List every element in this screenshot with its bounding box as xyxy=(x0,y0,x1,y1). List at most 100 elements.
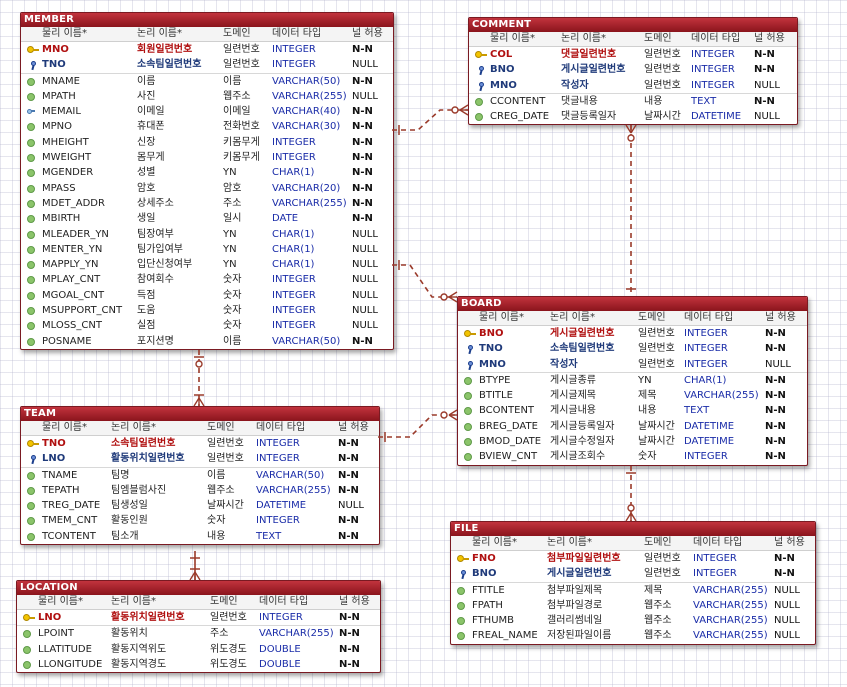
domain: 일시 xyxy=(223,213,242,225)
header-datatype: 데이터 타입 xyxy=(256,422,306,433)
data-type: VARCHAR(255) xyxy=(693,599,768,611)
data-type: DATETIME xyxy=(691,111,742,123)
domain: 숫자 xyxy=(223,274,242,286)
nullable: NULL xyxy=(754,79,780,91)
data-type: VARCHAR(255) xyxy=(256,484,331,496)
physical-name: TNO xyxy=(479,343,503,355)
data-type: INTEGER xyxy=(272,136,316,148)
data-type: VARCHAR(255) xyxy=(272,90,347,102)
data-type: INTEGER xyxy=(272,44,316,55)
nullable: N-N xyxy=(338,438,359,449)
nullable: NULL xyxy=(765,358,791,370)
logical-name: 게시글조회수 xyxy=(550,451,606,463)
attribute-icon xyxy=(27,77,35,86)
physical-name: MGENDER xyxy=(42,167,94,179)
domain: 내용 xyxy=(644,95,663,107)
physical-name: FNO xyxy=(472,553,496,564)
data-type: VARCHAR(255) xyxy=(272,197,347,209)
nullable: N-N xyxy=(765,328,786,339)
attribute-icon xyxy=(27,138,35,147)
primary-key-icon xyxy=(475,51,487,58)
attribute-icon xyxy=(457,617,465,626)
data-type: INTEGER xyxy=(684,328,728,339)
logical-name: 생일 xyxy=(137,213,156,225)
foreign-key-icon xyxy=(27,455,38,464)
attribute-icon xyxy=(23,630,31,639)
header-physical: 물리 이름* xyxy=(490,33,535,44)
logical-name: 참여회수 xyxy=(137,274,174,286)
entity-title: TEAM xyxy=(21,407,379,421)
domain: 일련번호 xyxy=(644,79,681,91)
domain: 일련번호 xyxy=(207,438,244,449)
header-domain: 도메인 xyxy=(644,537,672,548)
logical-name: 활동위치 xyxy=(111,628,148,640)
nullable: NULL xyxy=(774,599,800,611)
physical-name: FTHUMB xyxy=(472,615,515,627)
attribute-icon xyxy=(27,169,35,178)
physical-name: CCONTENT xyxy=(490,95,546,107)
logical-name: 활동지역위도 xyxy=(111,643,167,655)
primary-key-icon xyxy=(27,440,39,447)
physical-name: MNO xyxy=(490,79,517,91)
